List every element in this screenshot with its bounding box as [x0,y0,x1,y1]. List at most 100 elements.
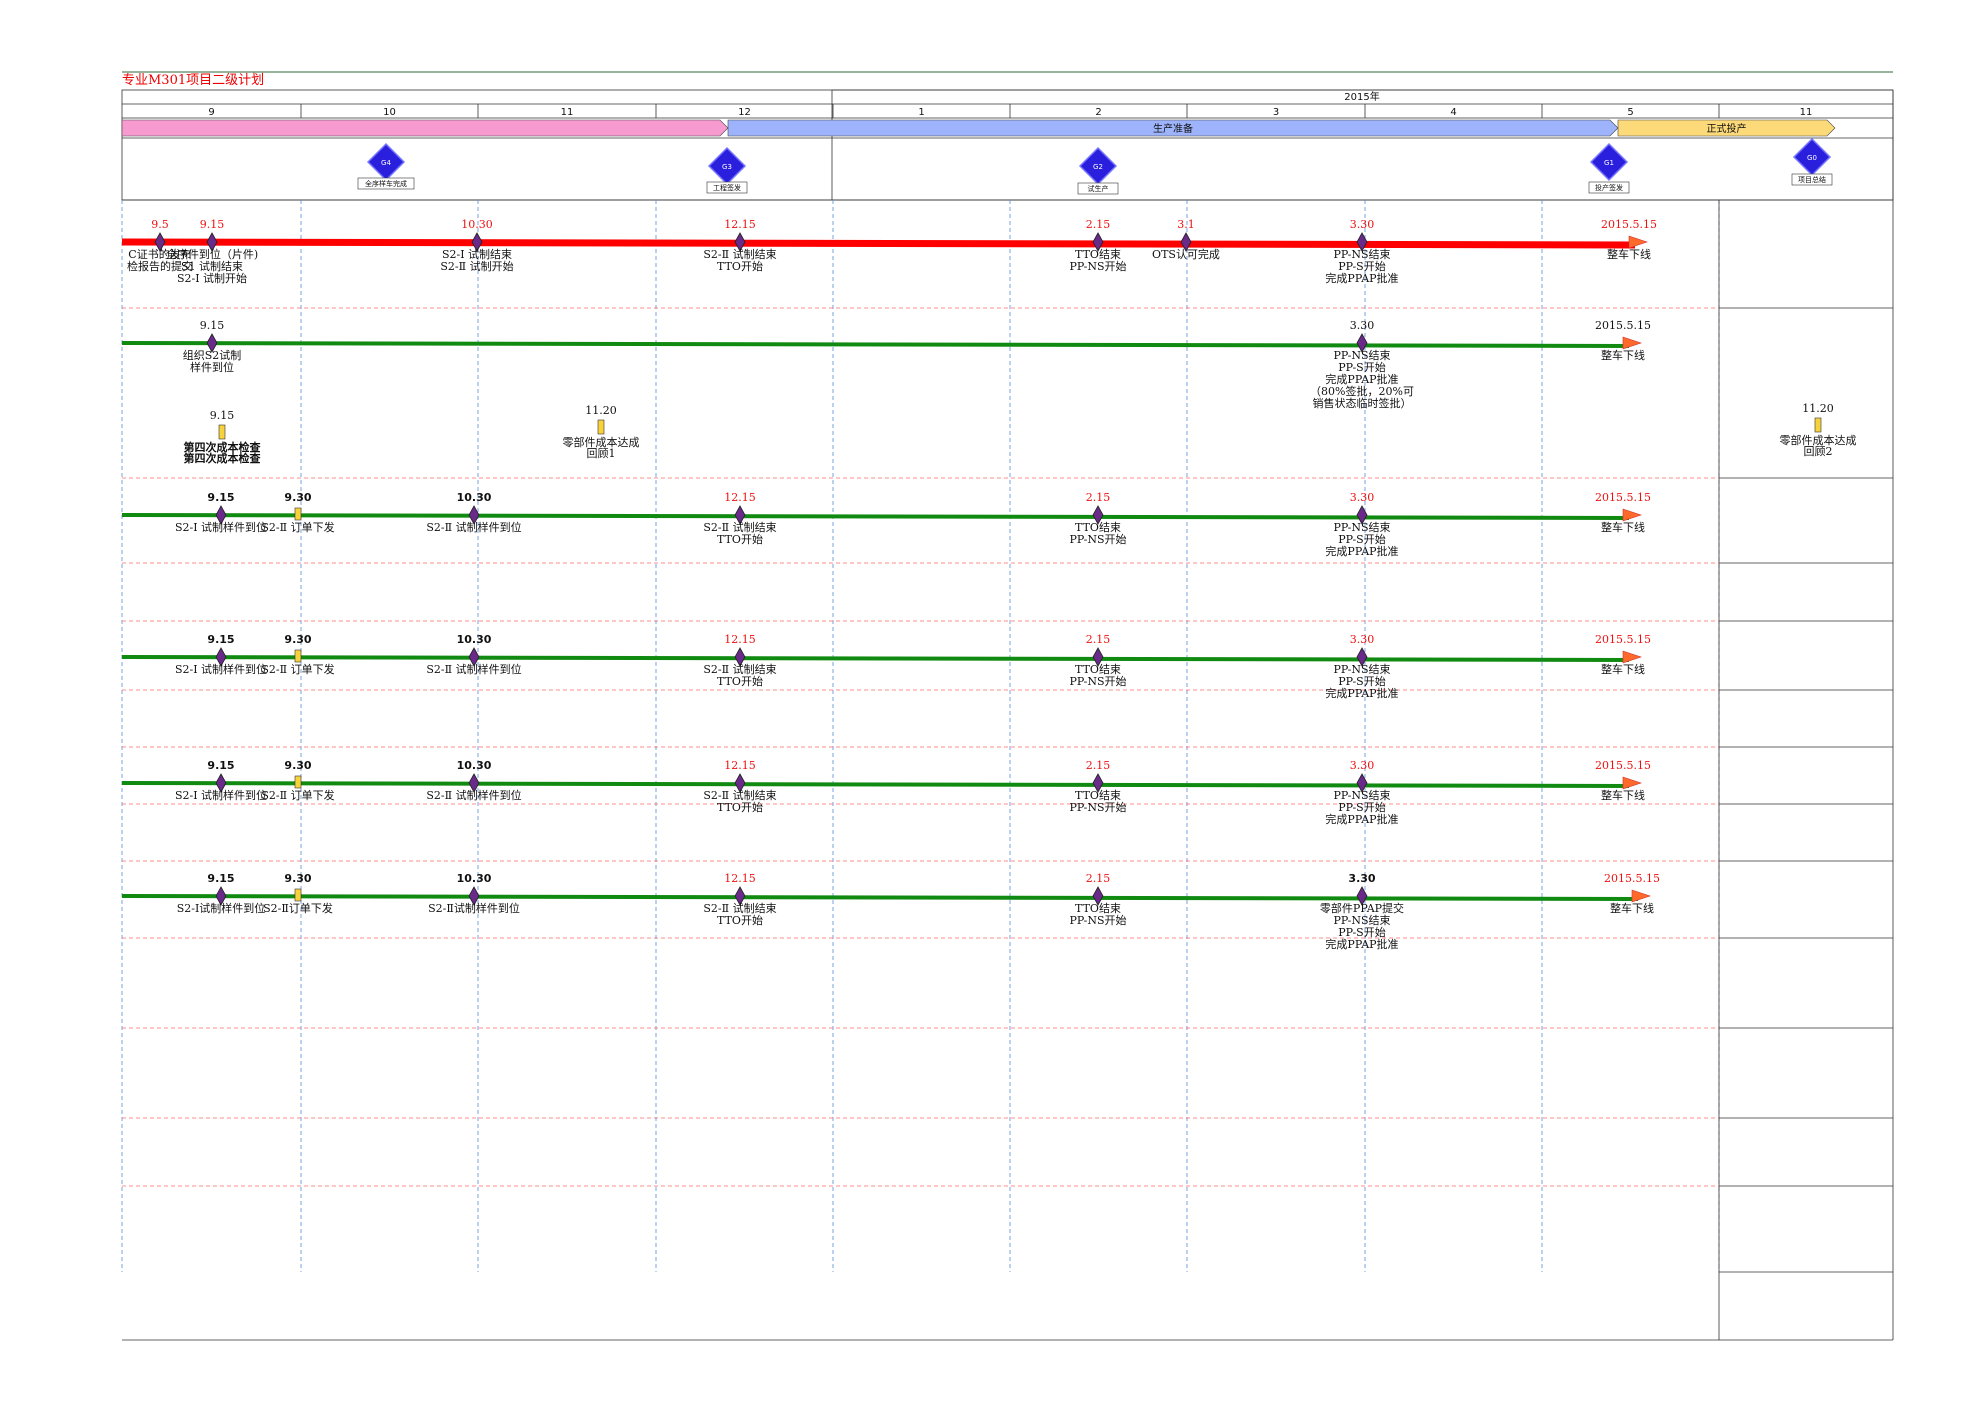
milestone-text: 全序件到位（片件) [166,247,258,261]
gate-diamond [1589,142,1629,182]
milestone-text: PP-NS结束 [1333,521,1390,534]
milestone-text: 整车下线 [1601,520,1645,534]
phase-arrow [121,119,729,137]
milestone-date: 9.5 [151,218,169,231]
milestone-text: PP-NS结束 [1333,914,1390,927]
milestone-text: PP-NS开始 [1069,674,1126,688]
milestone-text: TTO结束 [1075,902,1121,915]
milestone-diamond [1092,886,1104,906]
milestone-text: TTO开始 [717,532,763,546]
milestone-text: 整车下线 [1607,247,1651,261]
cost-check-text: 零部件成本达成 [563,435,640,449]
milestone-date: 3.30 [1350,218,1375,231]
gate-caption: 项目总结 [1798,175,1826,184]
milestone-diamond [468,505,480,525]
milestone-text: S2-Ⅱ订单下发 [263,901,333,915]
milestone-text: S2-Ⅱ试制样件到位 [428,901,520,915]
milestone-diamond [734,647,746,667]
gate-caption: 试生产 [1088,184,1109,193]
milestone-date: 9.15 [200,319,225,332]
milestone-date: 12.15 [724,218,756,231]
month-label: 5 [1627,107,1633,118]
milestone-date: 10.30 [457,491,492,504]
milestone-text: PP-S开始 [1338,360,1385,374]
milestone-diamond [734,232,746,252]
milestone-text: 完成PPAP批准 [1325,372,1398,386]
milestone-date: 2015.5.15 [1595,759,1651,772]
milestone-text: TTO结束 [1075,789,1121,802]
cost-check-marker [1814,417,1822,433]
gate-id: G2 [1093,163,1103,171]
milestone-text: S2-Ⅱ 试制样件到位 [426,788,521,802]
milestone-date: 9.15 [200,218,225,231]
milestone-text: S2-Ⅱ 试制开始 [440,259,513,273]
gate-id: G3 [722,163,732,171]
milestone-diamond [206,333,218,353]
milestone-text: TTO结束 [1075,521,1121,534]
milestone-date: 3.30 [1350,319,1375,332]
milestone-date: 9.30 [284,759,311,772]
milestone-diamond [734,505,746,525]
month-label: 2 [1095,107,1101,118]
milestone-text: S2-Ⅱ 试制结束 [703,902,776,915]
cost-check-date: 9.15 [210,409,235,422]
milestone-diamond [215,505,227,525]
milestone-diamond [468,886,480,906]
gate-id: G1 [1604,159,1614,167]
milestone-date: 9.15 [207,491,234,504]
phase-arrow [727,119,1619,137]
gate-caption-box [1588,181,1630,194]
end-flag-marker [1622,336,1642,350]
milestone-text: PP-NS开始 [1069,532,1126,546]
cost-check-text: 回顾1 [587,447,616,460]
milestone-text: 整车下线 [1601,348,1645,362]
milestone-text: S2-Ⅱ 订单下发 [261,662,334,676]
gate-caption: 投产签发 [1595,183,1623,192]
track-line [121,894,1639,901]
milestone-text: 完成PPAP批准 [1325,937,1398,951]
milestone-text: PP-NS结束 [1333,349,1390,362]
milestone-diamond [468,647,480,667]
milestone-date: 2015.5.15 [1604,872,1660,885]
milestone-text: PP-NS结束 [1333,663,1390,676]
milestone-diamond [215,647,227,667]
milestone-date: 12.15 [724,491,756,504]
milestone-date: 9.30 [284,872,311,885]
milestone-text: PP-S开始 [1338,925,1385,939]
milestone-text: 整车下线 [1610,901,1654,915]
milestone-date: 2015.5.15 [1601,218,1657,231]
month-label: 4 [1450,107,1456,118]
milestone-text: S2-Ⅱ 试制样件到位 [426,520,521,534]
milestone-diamond [1092,505,1104,525]
milestone-text: 组织S2试制 [183,348,242,362]
milestone-date: 9.30 [284,633,311,646]
gate-caption-box [1791,173,1833,186]
cost-check-marker [597,419,605,435]
end-flag-marker [1622,650,1642,664]
milestone-diamond [1092,647,1104,667]
milestone-text: 销售状态临时签批） [1313,396,1412,410]
milestone-diamond [1356,773,1368,793]
milestone-text: 完成PPAP批准 [1325,544,1398,558]
milestone-date: 10.30 [457,633,492,646]
milestone-date: 9.15 [207,633,234,646]
month-label: 11 [561,107,574,118]
milestone-date: 9.15 [207,872,234,885]
milestone-text: S2-Ⅱ 试制结束 [703,248,776,261]
order-marker [294,507,302,521]
milestone-date: 10.30 [461,218,493,231]
milestone-text: TTO开始 [717,674,763,688]
milestone-text: PP-NS结束 [1333,789,1390,802]
end-flag-marker [1628,235,1648,249]
milestone-diamond [1356,886,1368,906]
phase-arrow [1617,119,1836,137]
cost-check-text: 第四次成本检查 [184,440,261,454]
gate-caption-box [706,181,748,194]
gate-caption-box [1077,182,1119,195]
milestone-text: 检报告的提交 [127,259,193,273]
milestone-date: 2.15 [1086,759,1111,772]
milestone-diamond [1092,773,1104,793]
milestone-text: S2-Ⅱ 试制结束 [703,789,776,802]
milestone-text: 完成PPAP批准 [1325,812,1398,826]
